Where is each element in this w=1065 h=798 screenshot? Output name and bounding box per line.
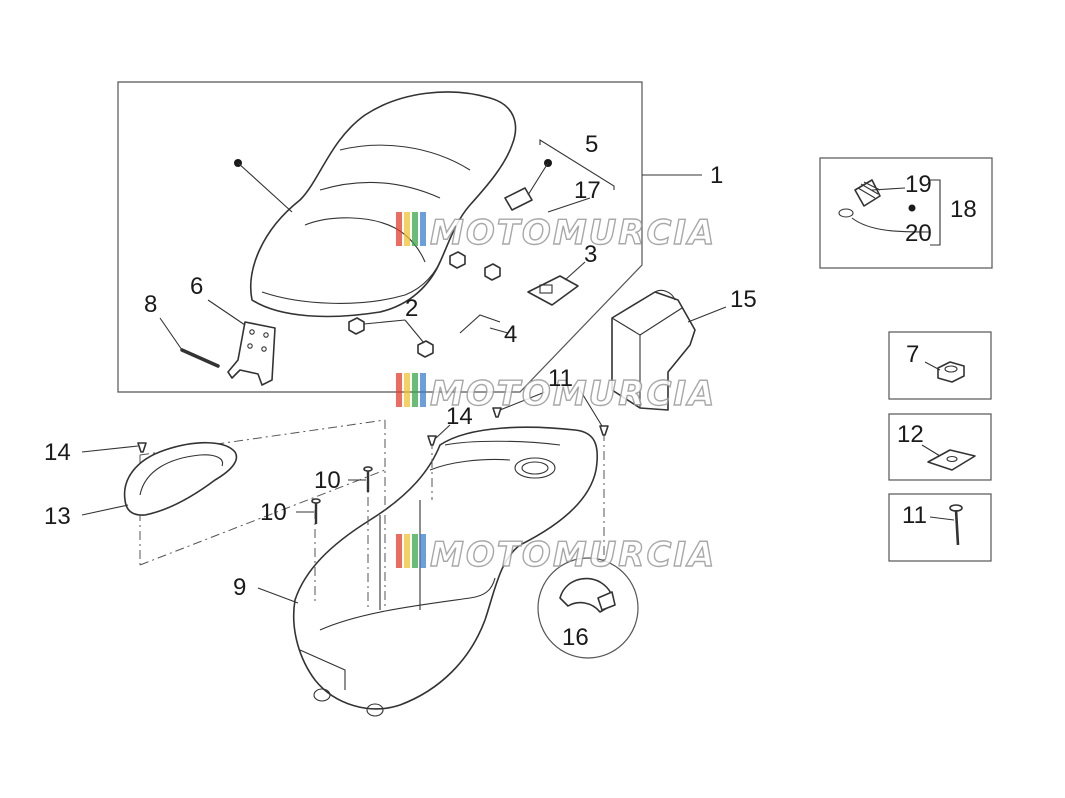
watermark-flag-bar — [404, 373, 410, 407]
callout-14-center: 14 — [446, 403, 473, 430]
clip-box — [888, 413, 992, 481]
callout-3: 3 — [584, 241, 597, 268]
screw-box-group — [888, 493, 992, 562]
callout-15: 15 — [730, 286, 757, 313]
callout-19: 19 — [905, 171, 932, 198]
screw-11a — [492, 407, 502, 418]
nut-part-a — [449, 251, 466, 269]
callout-20: 20 — [905, 220, 932, 247]
bracket-part — [611, 291, 696, 411]
watermark-flag-bar — [412, 212, 418, 246]
seat-assembly-group — [117, 81, 702, 393]
detail-circle — [537, 557, 639, 659]
watermark-flag-bar — [420, 534, 426, 568]
nut-box — [888, 331, 992, 400]
screw-box — [888, 493, 992, 562]
screw-14a — [137, 442, 147, 453]
watermark-flag-bar — [404, 212, 410, 246]
watermark-1: MOTOMURCIA — [396, 212, 716, 254]
seat-part — [250, 91, 517, 318]
wm-bar-red — [396, 212, 402, 246]
callout-2: 2 — [405, 295, 418, 322]
nut-part-b — [484, 263, 501, 281]
watermark-text: MOTOMURCIA — [430, 374, 716, 414]
watermark-flag-bar — [412, 534, 418, 568]
callout-16: 16 — [562, 624, 589, 651]
lock-cylinder-part — [504, 187, 533, 211]
bracket-group — [611, 289, 727, 411]
watermark-3: MOTOMURCIA — [396, 534, 716, 576]
screws-group — [81, 389, 609, 524]
callout-14-left: 14 — [44, 439, 71, 466]
watermark-flag-bar — [404, 534, 410, 568]
callouts: 1 2 3 4 5 6 7 8 9 10 10 11 11 12 13 14 1… — [44, 131, 977, 651]
watermark-text: MOTOMURCIA — [430, 535, 716, 575]
hinge-part — [227, 321, 276, 386]
wrench-part — [459, 314, 501, 334]
watermark-2: MOTOMURCIA — [396, 373, 716, 415]
watermark-flag-bar — [396, 373, 402, 407]
bumper-part-a — [348, 317, 365, 335]
callout-18: 18 — [950, 196, 977, 223]
watermark-flag-bar — [412, 373, 418, 407]
latch-plate-part — [527, 275, 579, 306]
callout-4: 4 — [504, 321, 517, 348]
callout-8: 8 — [144, 291, 157, 318]
callout-17: 17 — [574, 177, 601, 204]
self-tap-screw-part — [954, 509, 960, 546]
callout-5: 5 — [585, 131, 598, 158]
screw-14b — [427, 435, 437, 446]
spring-box — [819, 157, 993, 269]
cover-group — [81, 441, 238, 516]
bumper-part-b — [417, 340, 434, 358]
watermark-flag-bar — [396, 534, 402, 568]
watermark-text: MOTOMURCIA — [430, 213, 716, 253]
spring-box-group — [819, 157, 993, 269]
clip-nut-part — [927, 449, 976, 471]
watermark-flag-bar — [420, 373, 426, 407]
helmet-compartment-group — [257, 426, 599, 717]
nut-box-group — [888, 331, 992, 400]
callout-10-lower: 10 — [260, 499, 287, 526]
callout-13: 13 — [44, 503, 71, 530]
watermark-flag-bar — [420, 212, 426, 246]
callout-6: 6 — [190, 273, 203, 300]
helmet-compartment-part — [292, 426, 599, 710]
detail-16-group — [537, 557, 639, 659]
callout-7: 7 — [906, 341, 919, 368]
cover-part — [123, 441, 238, 516]
callout-9: 9 — [233, 574, 246, 601]
pin-part — [180, 348, 220, 368]
callout-12: 12 — [897, 421, 924, 448]
callout-11-compartment: 11 — [548, 365, 573, 392]
callout-1: 1 — [710, 162, 723, 189]
clip-box-group — [888, 413, 992, 481]
callout-11-box: 11 — [902, 502, 927, 529]
screw-11b — [599, 425, 609, 436]
callout-10-upper: 10 — [314, 467, 341, 494]
